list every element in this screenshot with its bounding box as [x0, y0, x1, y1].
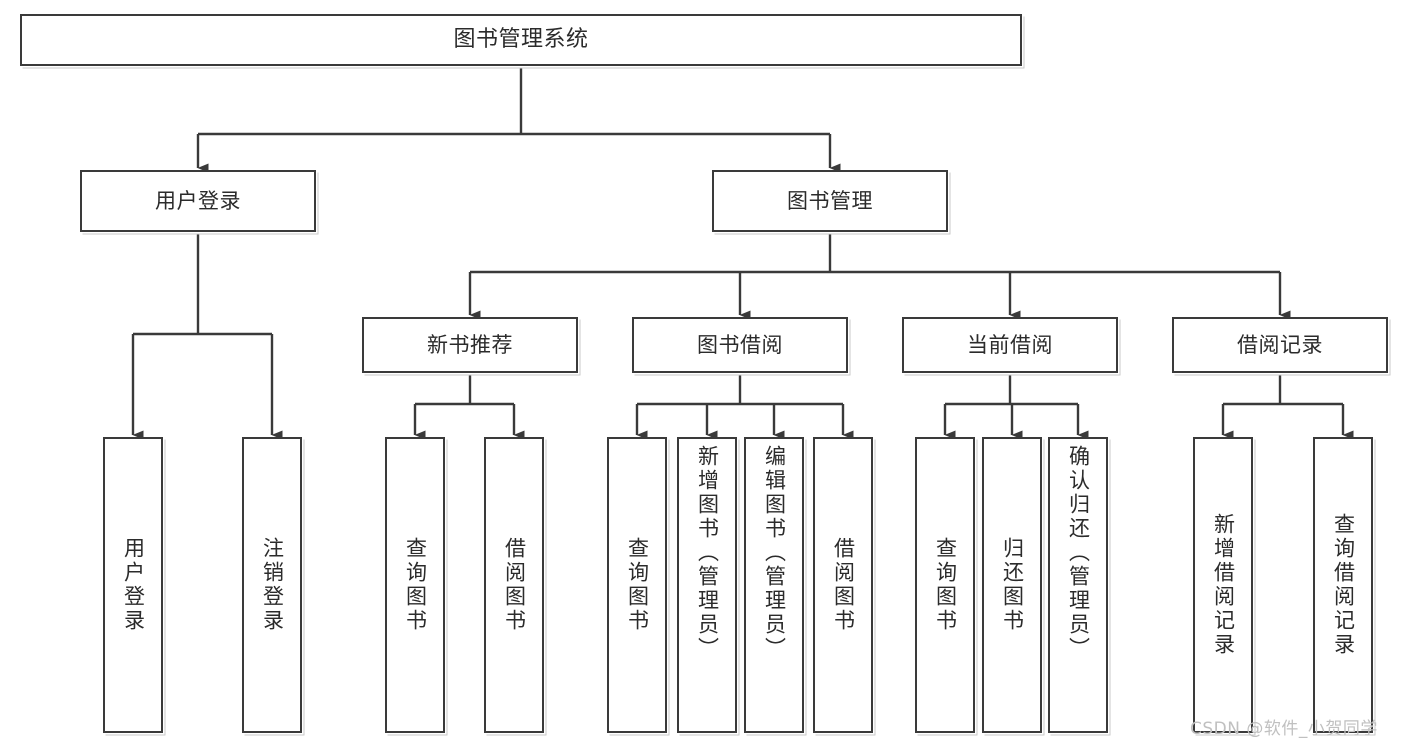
- node-label: 用户登录: [155, 188, 241, 213]
- node-leaf-2-查询图书[interactable]: 查询图书: [385, 437, 445, 733]
- node-label: 新增借阅记录: [1211, 513, 1236, 657]
- node-label: 注销登录: [260, 537, 285, 633]
- node-label: 图书管理系统: [453, 27, 589, 53]
- node-leaf-10-确认归还管理员[interactable]: 确认归还（管理员）: [1048, 437, 1108, 733]
- node-leaf-3-借阅图书[interactable]: 借阅图书: [484, 437, 544, 733]
- node-submodule-借阅记录[interactable]: 借阅记录: [1172, 317, 1388, 373]
- node-label: 借阅图书: [502, 537, 527, 633]
- node-label: 新增图书（管理员）: [695, 445, 720, 661]
- csdn-watermark: CSDN @软件_小贺同学: [1190, 719, 1378, 739]
- node-leaf-12-查询借阅记录[interactable]: 查询借阅记录: [1313, 437, 1373, 733]
- node-leaf-7-借阅图书[interactable]: 借阅图书: [813, 437, 873, 733]
- node-leaf-1-注销登录[interactable]: 注销登录: [242, 437, 302, 733]
- node-label: 当前借阅: [967, 332, 1053, 357]
- node-label: 图书管理: [787, 188, 873, 213]
- node-label: 归还图书: [1000, 537, 1025, 633]
- node-label: 用户登录: [121, 537, 146, 633]
- node-module-图书管理[interactable]: 图书管理: [712, 170, 948, 232]
- node-leaf-5-新增图书管理员[interactable]: 新增图书（管理员）: [677, 437, 737, 733]
- node-label: 查询借阅记录: [1331, 513, 1356, 657]
- node-submodule-图书借阅[interactable]: 图书借阅: [632, 317, 848, 373]
- node-label: 确认归还（管理员）: [1066, 445, 1091, 661]
- node-leaf-0-用户登录[interactable]: 用户登录: [103, 437, 163, 733]
- node-leaf-6-编辑图书管理员[interactable]: 编辑图书（管理员）: [744, 437, 804, 733]
- node-label: 借阅记录: [1237, 332, 1323, 357]
- node-label: 编辑图书（管理员）: [762, 445, 787, 661]
- node-module-用户登录[interactable]: 用户登录: [80, 170, 316, 232]
- node-label: 图书借阅: [697, 332, 783, 357]
- node-label: 查询图书: [625, 537, 650, 633]
- node-label: 查询图书: [933, 537, 958, 633]
- node-label: 新书推荐: [427, 332, 513, 357]
- node-leaf-9-归还图书[interactable]: 归还图书: [982, 437, 1042, 733]
- node-submodule-当前借阅[interactable]: 当前借阅: [902, 317, 1118, 373]
- node-leaf-8-查询图书[interactable]: 查询图书: [915, 437, 975, 733]
- node-label: 查询图书: [403, 537, 428, 633]
- node-leaf-11-新增借阅记录[interactable]: 新增借阅记录: [1193, 437, 1253, 733]
- node-label: 借阅图书: [831, 537, 856, 633]
- node-submodule-新书推荐[interactable]: 新书推荐: [362, 317, 578, 373]
- node-root-图书管理系统[interactable]: 图书管理系统: [20, 14, 1022, 66]
- node-leaf-4-查询图书[interactable]: 查询图书: [607, 437, 667, 733]
